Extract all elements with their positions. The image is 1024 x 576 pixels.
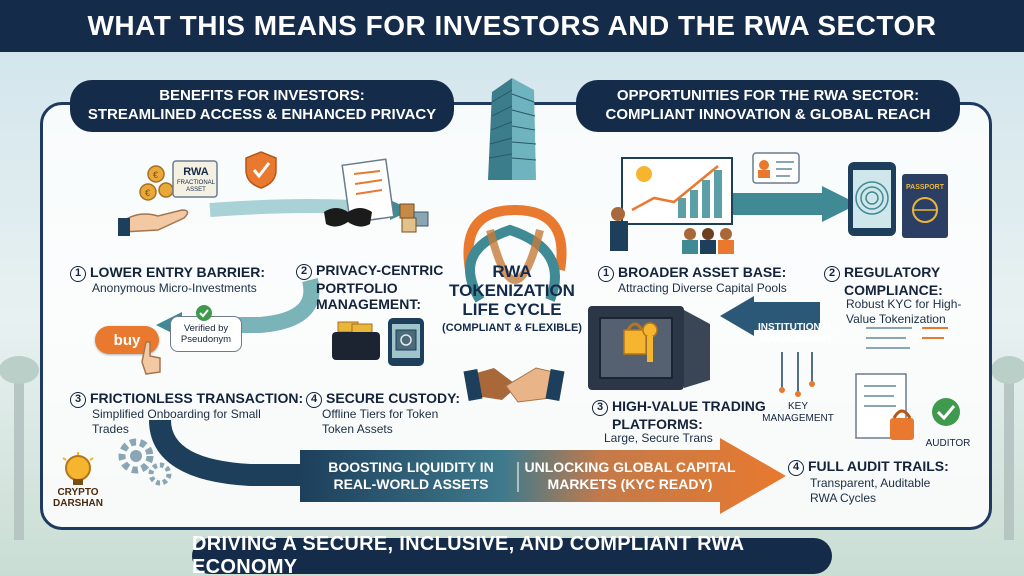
verified-check-icon bbox=[196, 305, 212, 321]
phone-vault-icon bbox=[388, 318, 424, 366]
liquidity-arrow bbox=[300, 438, 786, 514]
tree-decoration-left bbox=[0, 356, 39, 540]
key-management-lines bbox=[779, 352, 815, 397]
page-title: WHAT THIS MEANS FOR INVESTORS AND THE RW… bbox=[0, 0, 1024, 52]
gears-icon bbox=[118, 438, 172, 486]
id-card-icon bbox=[752, 152, 800, 184]
vault-key-icon bbox=[588, 306, 710, 390]
hand-coins-icon: € € bbox=[118, 165, 189, 236]
lifecycle-title: RWA TOKENIZATION LIFE CYCLE (COMPLIANT &… bbox=[442, 262, 582, 334]
rwa-fractional-card bbox=[172, 160, 218, 198]
pointer-hand-icon bbox=[141, 341, 161, 375]
fingerprint-tablet-icon bbox=[848, 162, 896, 236]
sector-item-1-desc: Attracting Diverse Capital Pools bbox=[618, 281, 787, 295]
footer-banner: DRIVING A SECURE, INCLUSIVE, AND COMPLIA… bbox=[192, 533, 832, 576]
investor-benefits-heading: BENEFITS FOR INVESTORS: STREAMLINED ACCE… bbox=[70, 80, 454, 132]
rwa-card-title: RWA bbox=[183, 166, 209, 178]
svg-text:€: € bbox=[153, 170, 158, 180]
audit-documents-icon bbox=[855, 327, 960, 440]
crypto-darshan-logo-icon bbox=[62, 452, 94, 485]
tokenization-knot-icon bbox=[463, 204, 567, 303]
sector-item-2-desc: Robust KYC for High-Value Tokenization bbox=[846, 297, 962, 326]
shield-check-icon bbox=[245, 151, 277, 189]
building-icon bbox=[488, 78, 537, 180]
passport-icon bbox=[902, 174, 948, 238]
auditor-label: AUDITOR bbox=[925, 438, 971, 449]
presentation-board-icon bbox=[610, 157, 734, 254]
investor-item-1-desc: Anonymous Micro-Investments bbox=[92, 281, 257, 295]
rwa-opportunities-heading: OPPORTUNITIES FOR THE RWA SECTOR: COMPLI… bbox=[576, 80, 960, 132]
sector-item-3-desc: Large, Secure Trans bbox=[604, 431, 713, 445]
svg-text:€: € bbox=[145, 188, 150, 198]
tree-decoration-right bbox=[991, 356, 1024, 540]
rwa-card-subtitle: FRACTIONAL ASSET bbox=[176, 180, 215, 193]
passport-label: PASSPORT bbox=[906, 184, 944, 191]
documents-mask-icon bbox=[324, 158, 429, 233]
handshake-icon bbox=[463, 367, 565, 403]
wallet-gold-icon bbox=[332, 321, 380, 360]
